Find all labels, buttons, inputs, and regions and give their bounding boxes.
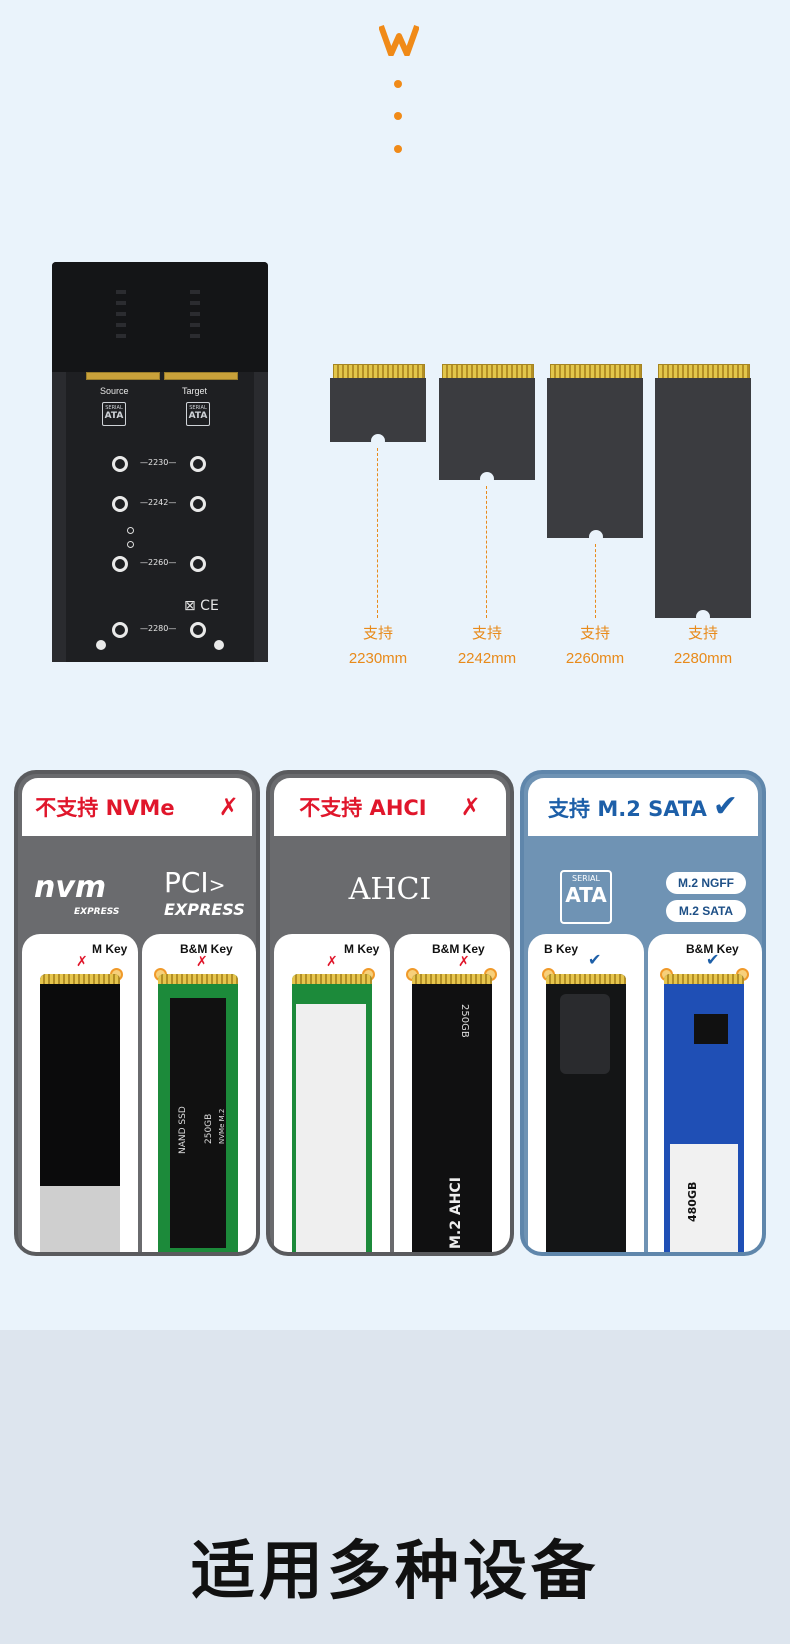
panel-ahci: 不支持 AHCI✗ AHCI M Key ✗ B&M Key ✗ 250GB M… [266, 770, 514, 1256]
cross-icon: ✗ [218, 793, 239, 821]
ssd-image [546, 974, 626, 1252]
panel-m2-sata: 支持 M.2 SATA✔ SERIAL ATA M.2 NGFF M.2 SAT… [520, 770, 766, 1256]
ssd-card-bm-key: B&M Key ✗ 250GB M.2 AHCI [394, 934, 510, 1252]
module-2260-line1: 支持 [579, 625, 610, 642]
check-icon: ✔ [706, 950, 720, 969]
size-label-2242: —2242— [140, 498, 177, 507]
cross-icon: ✗ [458, 954, 470, 970]
mount-hole [190, 556, 206, 572]
cross-icon: ✗ [76, 954, 88, 970]
brand-logo-icon [379, 24, 419, 56]
panel-m2-sata-title: 支持 M.2 SATA✔ [528, 778, 758, 836]
panel-nvme-title: 不支持 NVMe✗ [22, 778, 252, 836]
size-label-2260: —2260— [140, 558, 177, 567]
module-2230-line2: 2230mm [348, 650, 408, 667]
ahci-logo: AHCI [348, 872, 432, 907]
ssd-image: 480GB [664, 974, 744, 1252]
mount-hole [112, 556, 128, 572]
badge-m2-sata: M.2 SATA [666, 900, 746, 922]
cross-icon: ✗ [326, 954, 338, 970]
pci-express-logo-icon: PCI>EXPRESS [164, 866, 245, 919]
ssd-image: 250GB M.2 AHCI [412, 974, 492, 1252]
ssd-card-bm-key: B&M Key ✗ NAND SSD 250GB NVMe M.2 [142, 934, 256, 1252]
ssd-card-m-key: M Key ✗ [274, 934, 390, 1252]
module-2242-line1: 支持 [471, 625, 502, 642]
mount-hole [112, 456, 128, 472]
footer-band [0, 1330, 790, 1644]
mount-hole [190, 496, 206, 512]
module-2242-line2: 2242mm [457, 650, 517, 667]
target-slot [164, 372, 238, 380]
footer-title: 适用多种设备 [191, 1535, 599, 1609]
ssd-card-b-key: B Key ✔ [528, 934, 644, 1252]
mount-hole [190, 456, 206, 472]
ssd-image [40, 974, 120, 1252]
decor-dot [394, 112, 402, 120]
mount-hole [190, 622, 206, 638]
mount-hole [112, 622, 128, 638]
cross-icon: ✗ [196, 954, 208, 970]
ssd-image: NAND SSD 250GB NVMe M.2 [158, 974, 238, 1252]
source-label: Source [100, 386, 129, 396]
cross-icon: ✗ [460, 793, 481, 821]
panel-ahci-title: 不支持 AHCI✗ [274, 778, 506, 836]
sata-logo-icon: SERIAL ATA [560, 870, 612, 924]
module-2260-line2: 2260mm [565, 650, 625, 667]
check-icon: ✔ [712, 789, 738, 824]
cert-marks: ⊠ CE [184, 598, 219, 614]
decor-dot [394, 145, 402, 153]
size-label-2280: —2280— [140, 624, 177, 633]
ssd-card-m-key: M Key ✗ [22, 934, 138, 1252]
mount-hole [112, 496, 128, 512]
badge-m2-ngff: M.2 NGFF [666, 872, 746, 894]
decor-dot [394, 80, 402, 88]
check-icon: ✔ [588, 950, 602, 969]
ssd-card-bm-key: B&M Key ✔ 480GB [648, 934, 762, 1252]
module-2230-line1: 支持 [362, 625, 393, 642]
ssd-image [292, 974, 372, 1252]
size-label-2230: —2230— [140, 458, 177, 467]
source-slot [86, 372, 160, 380]
target-label: Target [182, 386, 208, 396]
module-2280-line1: 支持 [687, 625, 718, 642]
module-2280-line2: 2280mm [673, 650, 733, 667]
